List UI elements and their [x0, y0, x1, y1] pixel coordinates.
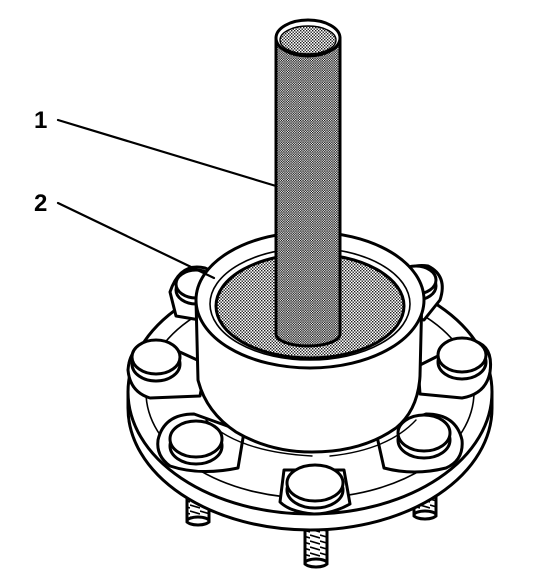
stud-head [126, 338, 208, 400]
callout-2: 2 [34, 190, 47, 217]
stud-heads [126, 264, 493, 516]
stud-head [416, 336, 493, 400]
stud-head [156, 412, 246, 474]
stud-head [278, 463, 352, 516]
wheel-stud [303, 526, 329, 569]
callout-1: 1 [34, 107, 47, 134]
tool-shaft [274, 18, 342, 348]
leader-line-2 [56, 201, 216, 280]
leader-line-1 [56, 118, 278, 188]
